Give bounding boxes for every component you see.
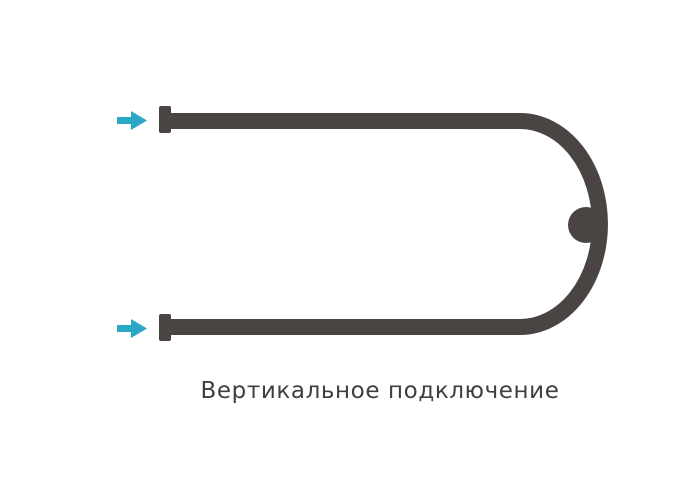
arrow-right-icon (117, 111, 147, 130)
pipe-end-cap-bottom (159, 314, 171, 341)
u-shaped-pipe (168, 113, 608, 335)
arrow-right-icon (117, 319, 147, 338)
pipe-end-cap-top (159, 106, 171, 133)
diagram-caption: Вертикальное подключение (200, 378, 560, 404)
pipe-coupling (568, 207, 604, 243)
